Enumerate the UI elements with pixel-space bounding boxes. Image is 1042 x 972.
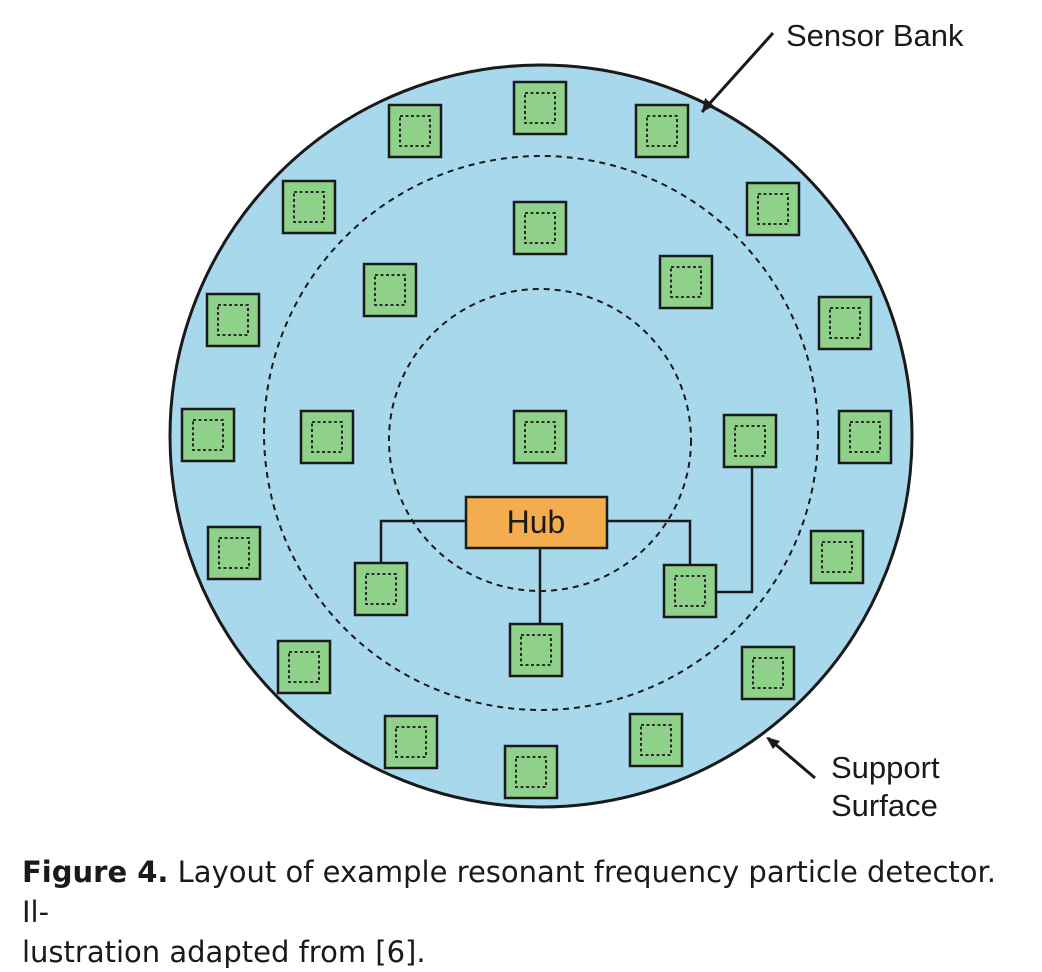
sensor <box>512 80 568 136</box>
sensor-core <box>395 726 427 758</box>
sensor-pad <box>512 409 568 465</box>
sensor-core <box>218 537 250 569</box>
hub-box <box>464 495 609 550</box>
sensor-core <box>640 724 672 756</box>
caption-line-1: Layout of example resonant frequency par… <box>22 855 997 929</box>
sensor <box>722 413 778 469</box>
sensor-core <box>829 307 861 339</box>
caption-line-2: lustration adapted from [6]. <box>22 935 426 969</box>
support-surface-arrowhead <box>766 737 780 749</box>
sensor-core <box>288 651 320 683</box>
sensor <box>662 563 718 619</box>
sensor-pad <box>299 409 355 465</box>
sensor-pad <box>387 103 443 159</box>
sensor <box>383 714 439 770</box>
figure-caption: Figure 4. Layout of example resonant fre… <box>22 852 1022 972</box>
surface-label: Surface <box>831 788 938 823</box>
sensor <box>299 409 355 465</box>
support-label: Support <box>831 750 940 785</box>
sensor-core <box>524 92 556 124</box>
sensor-core <box>217 304 249 336</box>
sensor <box>817 295 873 351</box>
sensor <box>837 409 893 465</box>
sensor-core <box>821 541 853 573</box>
sensor-core <box>734 425 766 457</box>
sensor-core <box>524 421 556 453</box>
sensor-pad <box>180 407 236 463</box>
sensor <box>512 200 568 256</box>
sensor <box>658 254 714 310</box>
sensor <box>281 179 337 235</box>
sensor-core <box>646 115 678 147</box>
sensor-pad <box>809 529 865 585</box>
sensor-pad <box>634 103 690 159</box>
sensor <box>206 525 262 581</box>
sensor <box>387 103 443 159</box>
sensor-pad <box>817 295 873 351</box>
sensor-bank-label: Sensor Bank <box>786 18 964 53</box>
sensor <box>634 103 690 159</box>
sensor-core <box>365 573 397 605</box>
sensor <box>503 744 559 800</box>
sensor-pad <box>383 714 439 770</box>
sensor-pad <box>628 712 684 768</box>
sensor-core <box>515 756 547 788</box>
sensor-core <box>674 575 706 607</box>
sensor-pad <box>512 200 568 256</box>
sensor-pad <box>662 563 718 619</box>
sensor-core <box>524 212 556 244</box>
sensor <box>508 622 564 678</box>
inner-dashed-ring <box>388 288 692 592</box>
sensor <box>740 645 796 701</box>
sensor <box>628 712 684 768</box>
sensor-pad <box>512 80 568 136</box>
sensor-core <box>399 115 431 147</box>
sensor-core <box>670 266 702 298</box>
sensor-pad <box>281 179 337 235</box>
sensor-core <box>293 191 325 223</box>
sensor <box>512 409 568 465</box>
sensor-pad <box>362 262 418 318</box>
sensor-pad <box>205 292 261 348</box>
sensor-core <box>311 421 343 453</box>
sensor-pad <box>503 744 559 800</box>
sensor <box>745 181 801 237</box>
sensor-pad <box>722 413 778 469</box>
sensor-pad <box>837 409 893 465</box>
sensor-core <box>849 421 881 453</box>
sensor <box>809 529 865 585</box>
sensor-pad <box>745 181 801 237</box>
sensor <box>205 292 261 348</box>
sensor-pad <box>658 254 714 310</box>
detector-diagram: Hub Sensor Bank Support Surface <box>168 18 964 823</box>
sensor-core <box>520 634 552 666</box>
figure-number: Figure 4. <box>22 855 169 889</box>
sensor-pad <box>276 639 332 695</box>
sensor-pad <box>508 622 564 678</box>
outer-dashed-ring <box>263 155 819 711</box>
hub-label: Hub <box>507 504 566 540</box>
sensor-core <box>757 193 789 225</box>
sensor <box>276 639 332 695</box>
sensor <box>180 407 236 463</box>
sensor-core <box>374 274 406 306</box>
sensor-pad <box>740 645 796 701</box>
sensor-bank-group <box>180 80 893 800</box>
sensor-pad <box>206 525 262 581</box>
sensor-bank-arrowhead <box>702 98 714 112</box>
sensor-core <box>192 419 224 451</box>
sensor <box>353 561 409 617</box>
sensor-bank-leader <box>700 31 775 114</box>
hub-wiring <box>379 464 754 624</box>
sensor-core <box>752 657 784 689</box>
sensor-pad <box>353 561 409 617</box>
sensor <box>362 262 418 318</box>
